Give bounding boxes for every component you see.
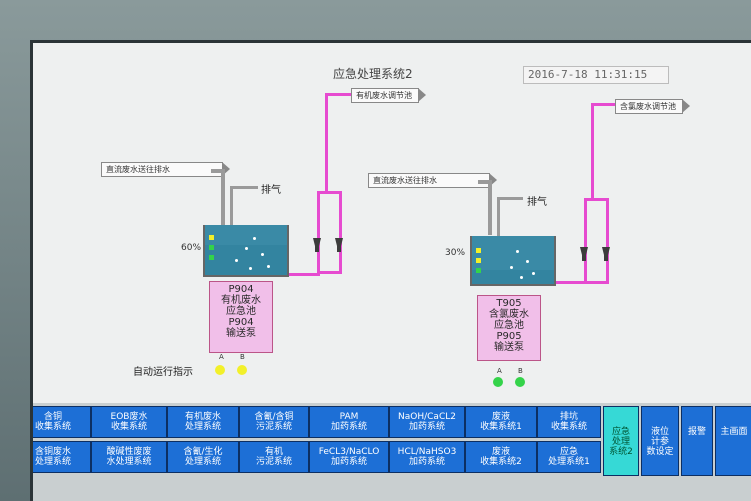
pump-pipe	[339, 191, 342, 273]
btn-eob-collection[interactable]: EOB废水收集系统	[91, 406, 167, 438]
lamp-a-label: A	[497, 367, 502, 375]
level-switch-icon	[476, 248, 481, 253]
btn-waste-collection-1[interactable]: 废液收集系统1	[465, 406, 537, 438]
vent-pipe-h	[230, 186, 258, 189]
outlet-pipe	[556, 281, 586, 284]
btn-alarm[interactable]: 报警	[681, 406, 713, 476]
level-switch-icon	[209, 235, 214, 240]
left-out-flag: 有机废水调节池	[351, 88, 426, 103]
right-tank-label: T905 含氯废水 应急池 P905 输送泵	[477, 295, 541, 361]
pump-pipe	[317, 191, 320, 243]
right-vent-label: 排气	[527, 197, 547, 208]
outlet-pipe	[289, 273, 319, 276]
riser-pipe	[591, 103, 615, 106]
right-in-flag: 直流废水送往排水	[368, 173, 497, 188]
pump-pipe	[584, 198, 608, 201]
water-fill	[205, 245, 287, 275]
btn-emergency-2[interactable]: 应急处理系统2	[603, 406, 639, 476]
level-switch-icon	[476, 258, 481, 263]
riser-pipe	[325, 93, 328, 193]
level-switch-icon	[209, 255, 214, 260]
pump-pipe	[584, 281, 609, 284]
pump-pipe	[317, 191, 341, 194]
inlet-pipe-h	[478, 180, 492, 184]
level-switch-icon	[209, 245, 214, 250]
outlet-pipe	[584, 249, 587, 284]
outlet-pipe	[317, 243, 320, 276]
btn-main-screen[interactable]: 主画面	[715, 406, 751, 476]
pump-pipe	[606, 198, 609, 283]
pump-icon[interactable]	[579, 247, 589, 261]
btn-organic-sludge[interactable]: 有机污泥系统	[239, 441, 309, 473]
left-in-flag: 直流废水送往排水	[101, 162, 230, 177]
datetime-display: 2016-7-18 11:31:15	[523, 66, 669, 84]
vent-pipe-h	[497, 197, 523, 200]
btn-cyanide-bio-treatment[interactable]: 含氰/生化处理系统	[167, 441, 239, 473]
btn-pit-collection[interactable]: 排坑收集系统	[537, 406, 601, 438]
right-lamp-a	[493, 377, 503, 387]
inlet-pipe-h	[211, 169, 225, 173]
btn-level-params[interactable]: 液位计参数设定	[641, 406, 679, 476]
auto-run-indicator-label: 自动运行指示	[133, 367, 193, 378]
left-tank-label: P904 有机废水 应急池 P904 输送泵	[209, 281, 273, 353]
right-level-value: 30%	[445, 248, 466, 258]
left-lamp-b	[237, 365, 247, 375]
btn-waste-collection-2[interactable]: 废液收集系统2	[465, 441, 537, 473]
vent-pipe-v	[497, 197, 500, 237]
water-fill	[472, 269, 554, 284]
right-lamp-b	[515, 377, 525, 387]
btn-copper-treatment[interactable]: 含铜废水处理系统	[33, 441, 91, 473]
right-out-flag: 含氯废水调节池	[615, 99, 690, 114]
inlet-pipe-v	[488, 180, 492, 235]
left-lamp-a	[215, 365, 225, 375]
level-switch-icon	[476, 268, 481, 273]
btn-emergency-1[interactable]: 应急处理系统1	[537, 441, 601, 473]
riser-pipe	[325, 93, 351, 96]
vent-pipe-v	[230, 186, 233, 226]
lamp-b-label: B	[518, 367, 523, 375]
left-vent-label: 排气	[261, 185, 281, 196]
lamp-a-label: A	[219, 353, 224, 361]
pump-pipe	[584, 198, 587, 250]
right-tank	[470, 236, 556, 286]
pump-icon[interactable]	[312, 238, 322, 252]
inlet-pipe-v	[221, 169, 225, 225]
btn-copper-collection[interactable]: 含铜收集系统	[33, 406, 91, 438]
btn-acid-base-treatment[interactable]: 酸碱性废废水处理系统	[91, 441, 167, 473]
pump-icon[interactable]	[601, 247, 611, 261]
left-tank	[203, 225, 289, 277]
left-level-value: 60%	[181, 243, 202, 253]
pump-icon[interactable]	[334, 238, 344, 252]
lamp-b-label: B	[240, 353, 245, 361]
btn-organic-treatment[interactable]: 有机废水处理系统	[167, 406, 239, 438]
hmi-screen: 应急处理系统2 2016-7-18 11:31:15 有机废水调节池 含氯废水调…	[30, 40, 751, 501]
riser-pipe	[591, 103, 594, 200]
pump-pipe	[317, 271, 342, 274]
btn-cyanide-sludge[interactable]: 含氰/含铜污泥系统	[239, 406, 309, 438]
page-title: 应急处理系统2	[333, 67, 413, 81]
